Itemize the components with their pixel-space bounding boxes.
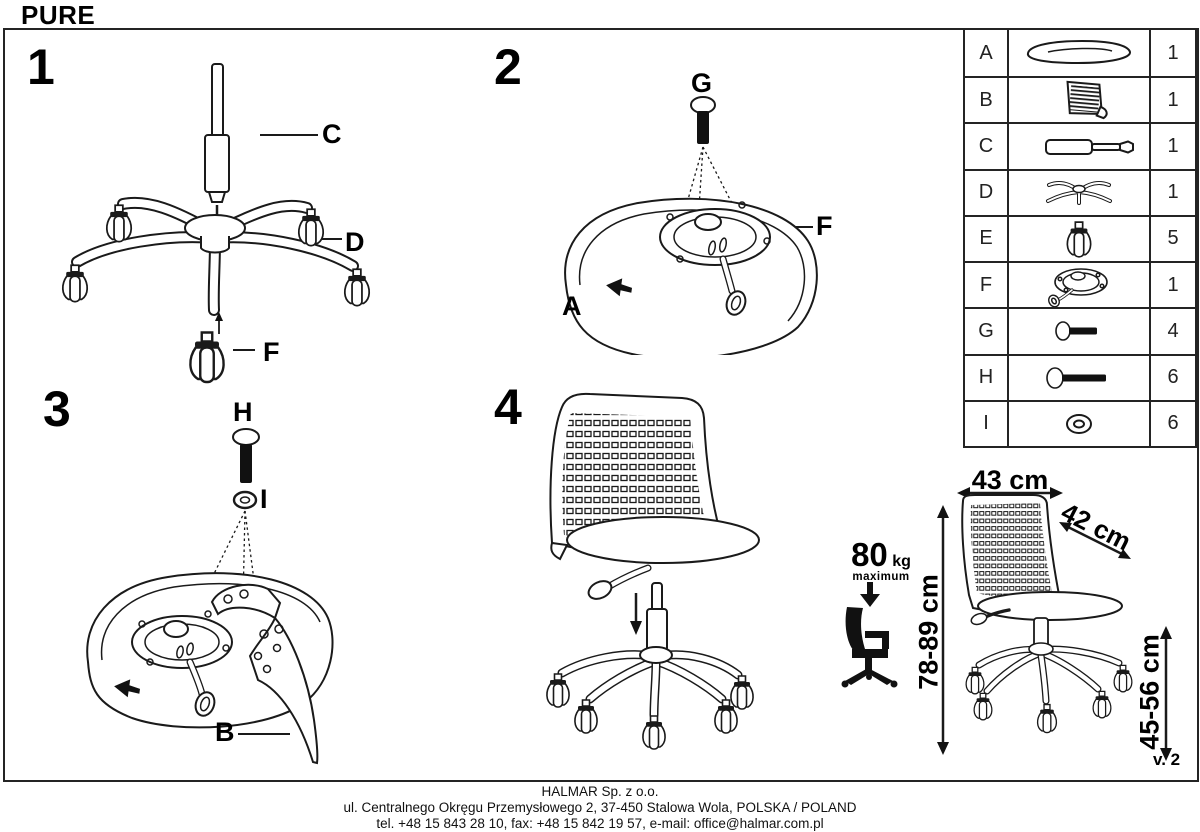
- parts-table: A 1 B 1 C 1 D: [963, 28, 1197, 448]
- step-1-base-assembly-drawing: [61, 63, 371, 384]
- label-mechanism: F: [816, 211, 833, 241]
- part-letter: E: [965, 216, 1009, 262]
- step-2-number: 2: [494, 39, 522, 95]
- dim-height-label: 78-89 cm: [913, 574, 944, 690]
- max-load-chair-icon: [841, 582, 898, 688]
- footer: HALMAR Sp. z o.o. ul. Centralnego Okręgu…: [0, 784, 1200, 832]
- dim-seat-height-label: 45-56 cm: [1134, 634, 1165, 750]
- part-letter: I: [965, 401, 1009, 446]
- max-load-note: maximum: [852, 571, 910, 583]
- label-gas-lift: C: [322, 119, 342, 149]
- label-caster: F: [263, 337, 280, 367]
- table-row: E 5: [965, 214, 1195, 262]
- step-2-mechanism-drawing: [564, 96, 818, 355]
- part-qty: 1: [1149, 170, 1195, 215]
- seat-icon: [1027, 40, 1131, 65]
- label-seat: A: [562, 291, 582, 321]
- dim-width-label: 43 cm: [971, 465, 1049, 495]
- part-letter: G: [965, 309, 1009, 354]
- label-base: D: [345, 227, 365, 257]
- table-row: B 1: [965, 76, 1195, 123]
- backrest-bracket: [210, 583, 319, 765]
- step-4-number: 4: [494, 379, 522, 435]
- part-letter: A: [965, 30, 1009, 77]
- table-row: A 1: [965, 30, 1195, 77]
- label-bolt-g: G: [691, 68, 713, 98]
- caster-icon: [1066, 221, 1092, 258]
- long-bolt-icon: [1046, 366, 1106, 389]
- mesh-backrest-small: [970, 503, 1052, 598]
- page-title: PURE: [21, 0, 96, 30]
- table-row: C 1: [965, 122, 1195, 169]
- max-load-value: 80: [851, 536, 888, 573]
- washer-icon: [1066, 413, 1092, 434]
- step-1-number: 1: [27, 39, 55, 95]
- backrest-icon: [1066, 81, 1108, 120]
- max-load-unit: kg: [892, 553, 911, 570]
- company-name: HALMAR Sp. z o.o.: [541, 784, 659, 799]
- part-letter: B: [965, 78, 1009, 123]
- part-qty: 1: [1149, 30, 1195, 77]
- part-qty: 5: [1149, 216, 1195, 262]
- mesh-backrest: [562, 413, 708, 540]
- content-frame: [3, 28, 1199, 782]
- mechanism-plate: [659, 201, 771, 316]
- step-3-backrest-drawing: [86, 428, 334, 765]
- five-star-base: [71, 196, 359, 316]
- part-qty: 1: [1149, 263, 1195, 308]
- part-letter: F: [965, 263, 1009, 308]
- table-row: F 1: [965, 261, 1195, 308]
- short-bolt-icon: [1055, 321, 1097, 342]
- company-address: ul. Centralnego Okręgu Przemysłowego 2, …: [343, 799, 857, 815]
- table-row: D 1: [965, 168, 1195, 215]
- part-qty: 1: [1149, 78, 1195, 123]
- dimension-diagram: [841, 487, 1172, 761]
- label-backrest: B: [215, 717, 235, 747]
- mechanism-icon: [1048, 268, 1108, 308]
- part-qty: 4: [1149, 309, 1195, 354]
- front-direction-arrow: [114, 679, 141, 698]
- part-qty: 6: [1149, 401, 1195, 446]
- table-row: G 4: [965, 307, 1195, 354]
- max-load-block: 80 kg maximum: [846, 538, 916, 584]
- version-label: v. 2: [1153, 750, 1181, 769]
- part-letter: D: [965, 170, 1009, 215]
- label-washer: I: [260, 484, 268, 514]
- company-contact: tel. +48 15 843 28 10, fax: +48 15 842 1…: [376, 815, 824, 831]
- part-letter: C: [965, 124, 1009, 169]
- part-qty: 1: [1149, 124, 1195, 169]
- part-letter: H: [965, 355, 1009, 400]
- gas-lift-icon: [1045, 138, 1134, 155]
- step-3-number: 3: [43, 381, 71, 437]
- base-icon: [1046, 180, 1112, 205]
- front-direction-arrow: [606, 278, 633, 297]
- table-row: I 6: [965, 399, 1195, 446]
- label-bolt-h: H: [233, 397, 253, 427]
- dimension-chair: [961, 494, 1133, 734]
- table-row: H 6: [965, 353, 1195, 400]
- step-4-final-assembly-drawing: [546, 392, 760, 750]
- part-qty: 6: [1149, 355, 1195, 400]
